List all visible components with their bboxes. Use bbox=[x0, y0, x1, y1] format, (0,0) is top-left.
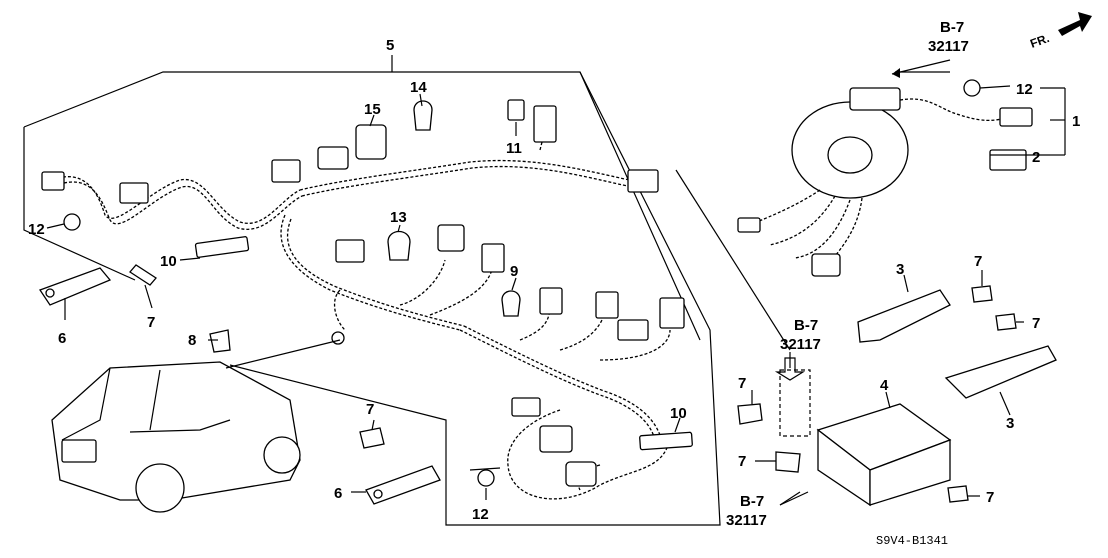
vehicle-illustration bbox=[51, 361, 301, 513]
callout-7-f: 7 bbox=[738, 453, 746, 470]
callout-14: 14 bbox=[410, 79, 427, 96]
ref-group-bottom: B-7 bbox=[740, 493, 764, 510]
callout-10-a: 10 bbox=[160, 253, 177, 270]
harness-clips bbox=[63, 79, 981, 487]
diagram-code: S9V4-B1341 bbox=[876, 534, 948, 548]
callout-5: 5 bbox=[386, 37, 394, 54]
main-harness bbox=[57, 109, 671, 500]
callout-6-left: 6 bbox=[58, 330, 66, 347]
srs-unit bbox=[779, 369, 952, 507]
callout-4: 4 bbox=[880, 377, 889, 394]
callout-7-a: 7 bbox=[147, 314, 155, 331]
callout-13: 13 bbox=[390, 209, 407, 226]
callout-12-b: 12 bbox=[472, 506, 489, 523]
ref-group-top: B-7 bbox=[940, 19, 964, 36]
section-reference-bottom: B-7 32117 bbox=[726, 493, 767, 529]
section-reference-top: B-7 32117 bbox=[928, 19, 969, 55]
ref-arrows bbox=[774, 59, 951, 506]
side-sensor-left bbox=[39, 267, 112, 306]
ref-part-bottom: 32117 bbox=[726, 512, 767, 529]
callout-3-lower: 3 bbox=[1006, 415, 1014, 432]
callout-12-a: 12 bbox=[28, 221, 45, 238]
callout-11: 11 bbox=[506, 140, 522, 157]
callout-15: 15 bbox=[364, 101, 381, 118]
side-sensor-rear bbox=[365, 465, 441, 505]
harness-group-frame bbox=[23, 55, 721, 526]
callout-7-b: 7 bbox=[366, 401, 374, 418]
bolts bbox=[129, 264, 1017, 503]
ref-part-top: 32117 bbox=[928, 38, 969, 55]
callout-7-e: 7 bbox=[738, 375, 746, 392]
callout-8: 8 bbox=[188, 332, 196, 349]
callout-10-b: 10 bbox=[670, 405, 687, 422]
callout-3-upper: 3 bbox=[896, 261, 904, 278]
ref-group-middle: B-7 bbox=[794, 317, 818, 334]
callout-12-c: 12 bbox=[1016, 81, 1033, 98]
callout-9: 9 bbox=[510, 263, 518, 280]
callout-7-g: 7 bbox=[986, 489, 994, 506]
ref-part-middle: 32117 bbox=[780, 336, 821, 353]
callout-6-rear: 6 bbox=[334, 485, 342, 502]
callouts: 1 2 3 3 4 5 6 6 7 7 7 7 7 7 7 8 9 10 10 … bbox=[28, 37, 1080, 523]
harness-connectors bbox=[41, 105, 685, 487]
cable-reel bbox=[737, 87, 1033, 277]
callout-2: 2 bbox=[1032, 149, 1040, 166]
callout-1: 1 bbox=[1072, 113, 1080, 130]
callout-7-c: 7 bbox=[974, 253, 982, 270]
front-sensor-upper bbox=[857, 289, 951, 343]
front-direction-arrow: FR. bbox=[1028, 12, 1092, 51]
front-sensor-lower bbox=[944, 345, 1057, 399]
section-reference-middle: B-7 32117 bbox=[780, 317, 821, 353]
front-direction-label: FR. bbox=[1028, 31, 1051, 51]
callout-7-d: 7 bbox=[1032, 315, 1040, 332]
leader-lines bbox=[46, 71, 1066, 506]
